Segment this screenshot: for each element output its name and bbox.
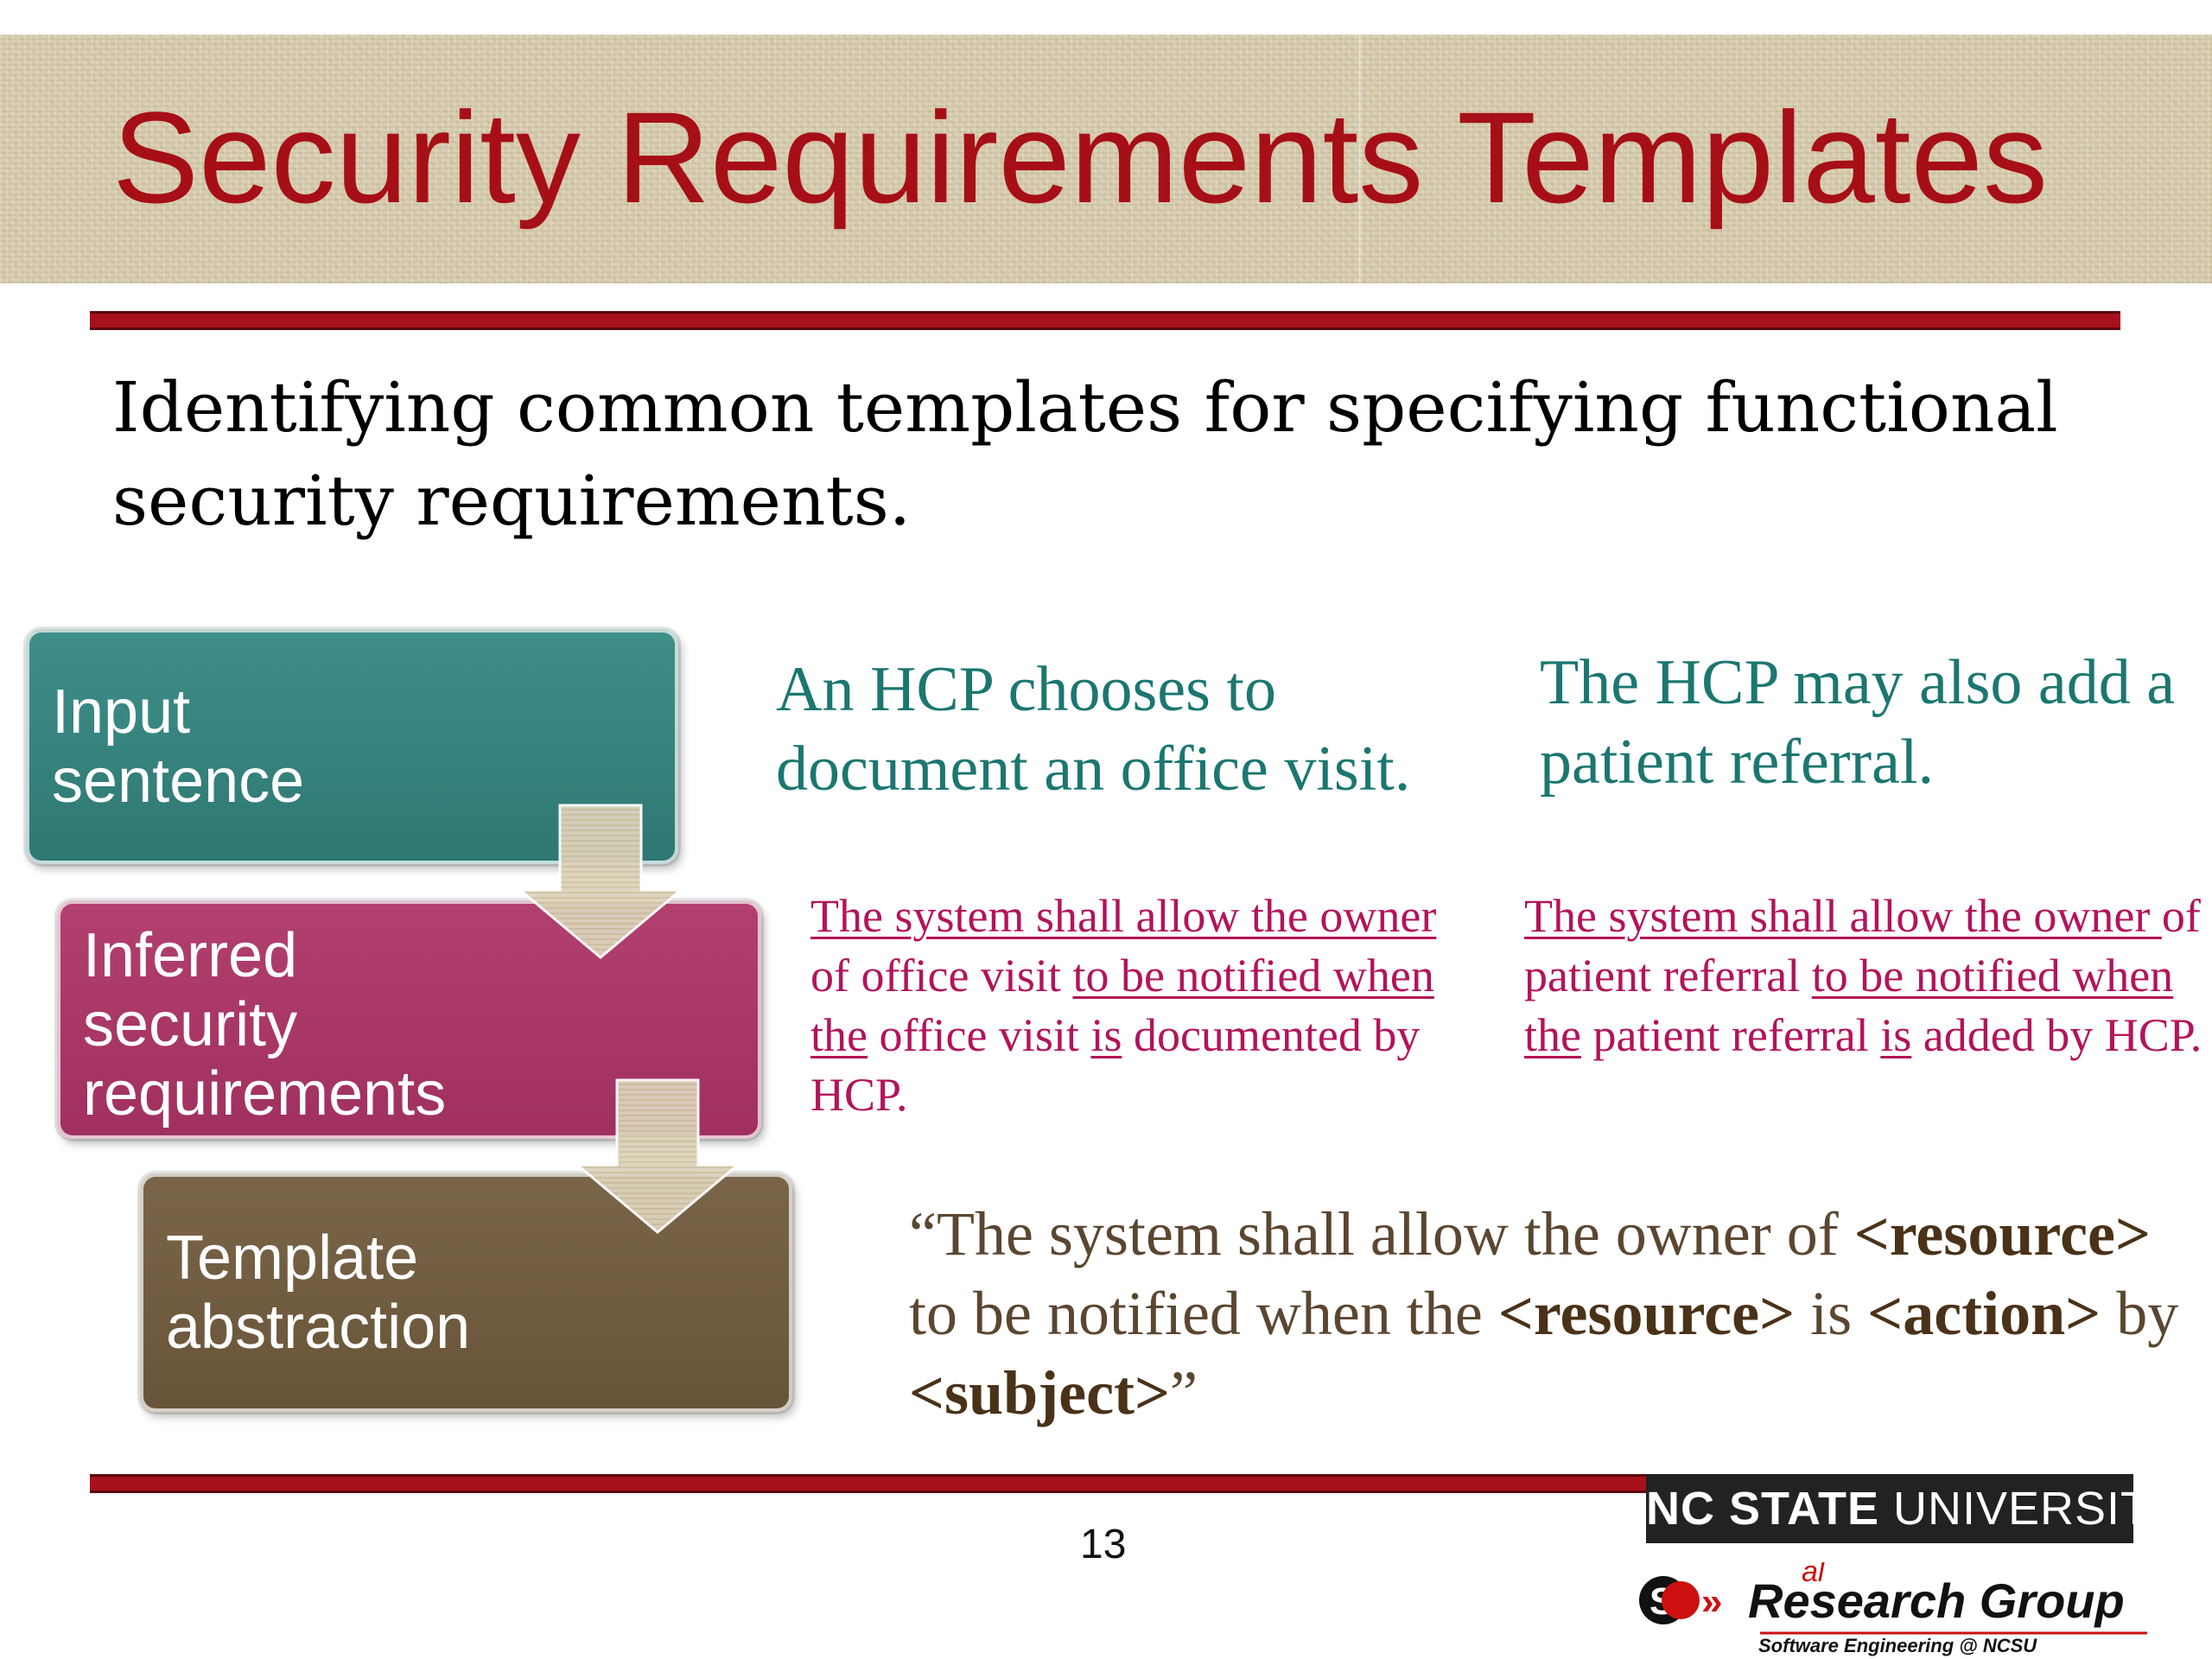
req2-part-2: of patient referral [1524, 890, 2201, 1001]
ncsu-logo-bold: NC STATE [1646, 1483, 1879, 1535]
template-box-line-1: Template [166, 1224, 419, 1293]
template-resource-1: <resource> [1853, 1199, 2152, 1268]
bottom-rule [90, 1474, 1654, 1493]
slide-title: Security Requirements Templates [112, 85, 2048, 230]
template-abstraction-text: “The system shall allow the owner of <re… [909, 1194, 2188, 1433]
req1-part-5: is [1090, 1009, 1122, 1061]
ncsu-logo: NC STATE UNIVERSITY [1646, 1474, 2181, 1543]
group-name-post: search Group [1810, 1573, 2125, 1628]
req2-part-3: to be notified when the [1524, 950, 2174, 1061]
inferred-box-line-2: security [83, 990, 298, 1059]
banner-divider [1358, 35, 1361, 283]
template-is: is [1795, 1279, 1868, 1348]
inferred-box-line-1: Inferred [83, 921, 298, 990]
template-close: ” [1170, 1358, 1198, 1427]
input-box-line-2: sentence [52, 747, 305, 816]
group-name-pre: Re [1748, 1573, 1810, 1628]
req2-part-4: patient referral [1580, 1009, 1881, 1061]
input-box-line-1: Input [52, 677, 191, 747]
template-mid-1: to be notified when the [909, 1279, 1498, 1348]
template-by: by [2101, 1279, 2179, 1348]
inferred-requirement-2: The system shall allow the owner of pati… [1524, 887, 2207, 1065]
template-open: “The system shall allow the owner of [909, 1199, 1854, 1268]
req1-part-2: of office visit [810, 950, 1073, 1001]
req2-part-6: added by HCP. [1911, 1009, 2202, 1061]
req1-part-6: documented by HCP. [810, 1009, 1421, 1121]
req1-part-1: The system shall allow the owner [810, 890, 1437, 942]
req1-part-3: to be notified when the [810, 950, 1434, 1061]
page-number: 13 [1080, 1522, 1127, 1567]
template-resource-2: <resource> [1497, 1279, 1796, 1348]
slide-subtitle: Identifying common templates for specify… [112, 367, 2058, 541]
template-abstraction-box: Template abstraction [140, 1173, 792, 1412]
template-box-line-2: abstraction [166, 1293, 471, 1362]
group-tagline: Software Engineering @ NCSU [1758, 1635, 2037, 1656]
ncsu-logo-rest: UNIVERSITY [1878, 1483, 2183, 1535]
down-arrow-icon [518, 804, 683, 959]
inferred-box-line-3: requirements [83, 1059, 447, 1128]
req2-part-1: The system shall allow the owner [1524, 890, 2162, 942]
template-action: <action> [1867, 1279, 2101, 1348]
svg-text:»: » [1701, 1580, 1722, 1623]
example-sentence-2: The HCP may also add a patient referral. [1540, 647, 2176, 798]
example-sentence-1: An HCP chooses to document an office vis… [776, 654, 1411, 804]
title-banner [0, 35, 2212, 283]
realsearch-group-logo: S » Research Group al Software Engineeri… [1639, 1562, 2147, 1656]
template-subject: <subject> [909, 1358, 1171, 1427]
group-name-al: al [1802, 1562, 1826, 1588]
req2-part-5: is [1880, 1009, 1912, 1061]
down-arrow-icon [575, 1078, 740, 1234]
top-rule [90, 311, 2120, 330]
svg-text:Research Group: Research Group [1748, 1573, 2125, 1628]
inferred-requirement-1: The system shall allow the owner of offi… [810, 887, 1467, 1125]
req1-part-4: office visit [867, 1009, 1091, 1061]
